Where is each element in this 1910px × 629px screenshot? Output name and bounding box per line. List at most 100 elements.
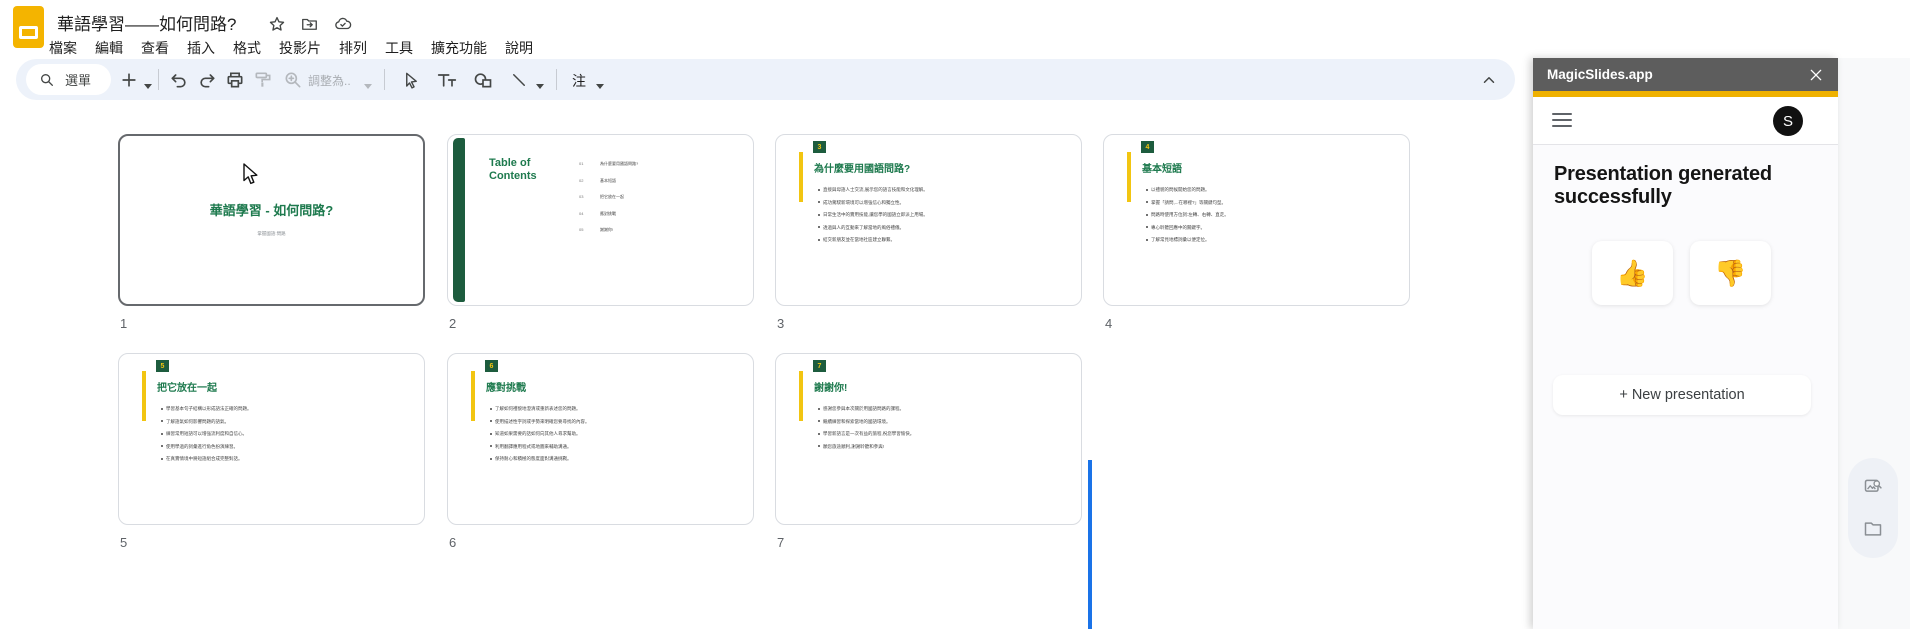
accent-bar [799, 152, 803, 202]
shapes-icon [474, 73, 492, 88]
new-slide-dropdown[interactable] [144, 76, 152, 94]
close-icon[interactable] [1808, 67, 1824, 83]
toc-item-label: 基本短語 [600, 177, 616, 183]
menu-item-6[interactable]: 投影片 [279, 40, 321, 56]
menu-item-3[interactable]: 查看 [141, 40, 169, 56]
slide-thumbnail-1[interactable]: 華語學習 - 如何問路?掌握國語:問路 [118, 134, 425, 306]
accent-bar [142, 371, 146, 421]
bullet-item: 利用翻譯應用程式或地圖來輔助溝通。 [489, 444, 743, 449]
hamburger-menu-icon[interactable] [1552, 113, 1572, 131]
line-tool-dropdown[interactable] [536, 76, 544, 94]
menu-item-4[interactable]: 插入 [187, 40, 215, 56]
menu-item-1[interactable]: 檔案 [49, 40, 77, 56]
menu-item-5[interactable]: 格式 [233, 40, 261, 56]
image-search-icon[interactable] [1863, 477, 1883, 497]
annotate-label[interactable]: 注 [572, 73, 586, 89]
accent-bar [799, 371, 803, 421]
slide-badge: 5 [156, 360, 169, 372]
slide-number: 3 [777, 316, 785, 331]
bullet-item: 繼續練習和探索當地的國語環境。 [817, 419, 1071, 424]
new-slide-button[interactable] [116, 67, 142, 93]
menu-item-10[interactable]: 說明 [505, 40, 533, 56]
magicslides-avatar[interactable]: S [1773, 106, 1803, 136]
slide-thumbnail-7[interactable]: 7 謝謝你! 感謝您參與本次關於用國語問路的課程。繼續練習和探索當地的國語環境。學習… [775, 353, 1082, 525]
bullet-item: 了解語氣如何影響問題的語氣。 [160, 419, 414, 424]
google-slides-logo-icon[interactable] [13, 6, 44, 48]
toolbar-divider [384, 69, 385, 90]
bullet-item: 結交新朋友並在當地社區建立聯繫。 [817, 237, 1071, 242]
magicslides-panel: MagicSlides.app S Presentation generated… [1533, 58, 1838, 629]
slide-number: 7 [777, 535, 785, 550]
fit-zoom-label[interactable]: 調整為.. [308, 74, 351, 88]
fit-zoom-dropdown[interactable] [364, 76, 372, 94]
menu-item-8[interactable]: 工具 [385, 40, 413, 56]
toc-item-index: 01 [579, 161, 584, 166]
cloud-status-icon[interactable] [333, 15, 353, 33]
redo-button[interactable] [194, 67, 220, 93]
thumbs-up-button[interactable]: 👍 [1592, 241, 1673, 305]
bullet-item: 直接與母語人士交流,展示您的語言技能和文化理解。 [817, 187, 1071, 192]
toolbar-divider [158, 69, 159, 90]
move-to-folder-icon[interactable] [300, 15, 319, 33]
text-box-button[interactable] [434, 67, 460, 93]
toc-item-label: 應對挑戰 [600, 210, 616, 216]
zoom-button[interactable] [280, 67, 306, 93]
toc-accent-band [453, 138, 465, 302]
toc-item-label: 謝謝你! [600, 227, 614, 232]
bullet-item: 知道如果需要的話如何向其他人尋求幫助。 [489, 431, 743, 436]
bullet-item: 感謝您參與本次關於用國語問路的課程。 [817, 406, 1071, 411]
bullet-item: 日常生活中的實用技能,讓您學的國語立即派上用場。 [817, 212, 1071, 217]
toc-item-index: 04 [579, 210, 584, 216]
slide-number: 2 [449, 316, 457, 331]
side-panel-strip [1838, 58, 1910, 629]
bullet-item: 使用學過的詞彙進行角色扮演練習。 [160, 444, 414, 449]
shapes-button[interactable] [470, 67, 496, 93]
menu-bar: 檔案 編輯 查看 插入 格式 投影片 排列 工具 擴充功能 說明 [40, 37, 542, 59]
line-tool-button[interactable] [506, 67, 532, 93]
star-icon[interactable] [268, 15, 286, 33]
toc-item-index: 03 [579, 194, 584, 199]
select-tool-button[interactable] [398, 67, 424, 93]
slide-title-text: 謝謝你! [814, 383, 848, 394]
slide-title-text: 把它放在一起 [157, 383, 217, 394]
collapse-toolbar-button[interactable] [1476, 67, 1502, 93]
slide-bullets: 感謝您參與本次關於用國語問路的課程。繼續練習和探索當地的國語環境。學習新語言是一… [817, 406, 1071, 456]
text-box-icon [437, 74, 457, 87]
slide-title-text: 為什麼要用國語問路? [814, 164, 911, 175]
slide-number: 6 [449, 535, 457, 550]
toolbar-search[interactable]: 選單 [26, 64, 112, 95]
slide-thumbnail-5[interactable]: 5 把它放在一起學習基本句子結構以形成語法正確的問題。了解語氣如何影響問題的語氣。… [118, 353, 425, 525]
new-presentation-button[interactable]: + New presentation [1553, 375, 1811, 415]
magicslides-accent-bar [1533, 91, 1838, 97]
menu-item-9[interactable]: 擴充功能 [431, 40, 487, 56]
search-icon [41, 73, 53, 86]
bullet-item: 學習新語言是一次有益的旅程,祝您學習愉快。 [817, 431, 1071, 436]
paint-roller-icon [255, 72, 271, 87]
paint-format-button[interactable] [250, 67, 276, 93]
bullet-item: 以禮貌的問候開始您的問題。 [1145, 187, 1399, 192]
bullet-item: 練習常用短語可以增強流利度和自信心。 [160, 431, 414, 436]
print-button[interactable] [222, 67, 248, 93]
slide-badge: 7 [813, 360, 826, 372]
slide-bullets: 學習基本句子結構以形成語法正確的問題。了解語氣如何影響問題的語氣。練習常用短語可… [160, 406, 414, 469]
menu-item-7[interactable]: 排列 [339, 40, 367, 56]
slide-bullets: 以禮貌的問候開始您的問題。掌握「請問,...在哪裡?」等關鍵句型。問路時使用方位… [1145, 187, 1399, 250]
undo-button[interactable] [166, 67, 192, 93]
annotate-dropdown[interactable] [596, 76, 604, 94]
slide-number: 5 [120, 535, 128, 550]
menu-item-2[interactable]: 編輯 [95, 40, 123, 56]
toolbar: 選單 調整為.. 注 [16, 59, 1515, 100]
undo-icon [171, 74, 186, 88]
thumbs-down-button[interactable]: 👎 [1690, 241, 1771, 305]
document-title[interactable]: 華語學習——如何問路? [57, 15, 237, 34]
bullet-item: 透過與人的互動來了解當地的風俗禮儀。 [817, 225, 1071, 230]
slide-number: 4 [1105, 316, 1113, 331]
side-panel-pill [1848, 458, 1898, 558]
folder-icon[interactable] [1863, 519, 1883, 539]
toolbar-search-label: 選單 [65, 73, 92, 88]
